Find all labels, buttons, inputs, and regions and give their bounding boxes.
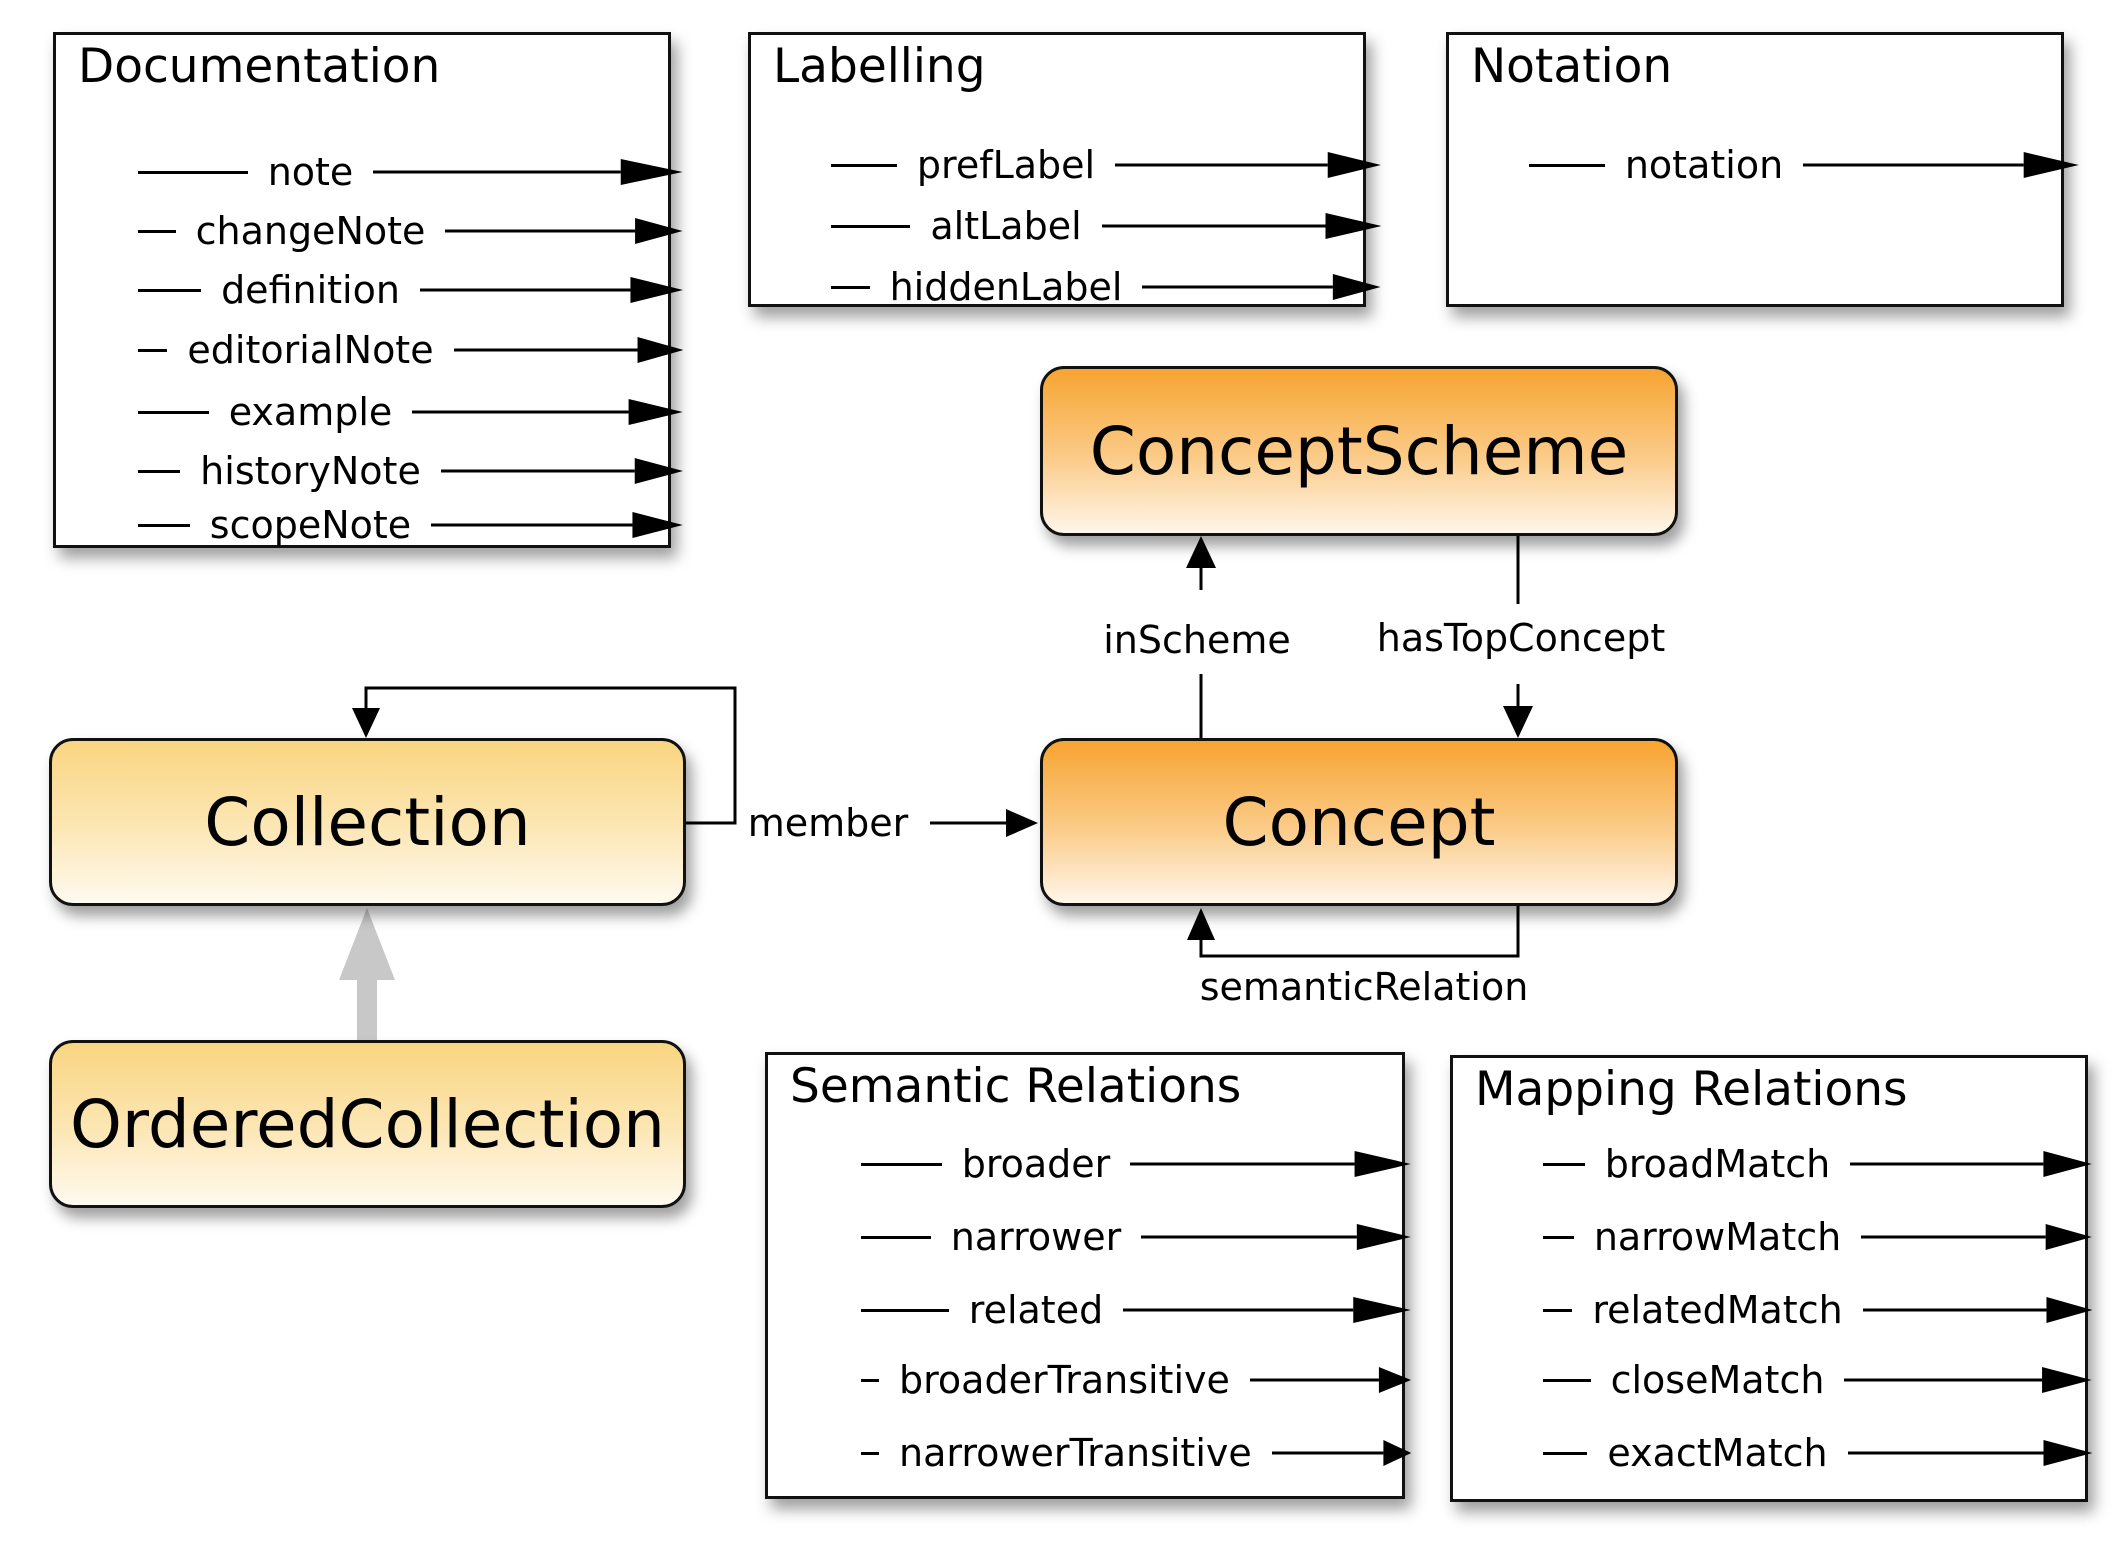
property-row-preflabel: prefLabel xyxy=(831,138,1381,192)
property-row-scopenote: scopeNote xyxy=(138,498,683,552)
concept-label: Concept xyxy=(1222,783,1496,861)
property-label: prefLabel xyxy=(916,143,1096,187)
property-label: related xyxy=(968,1288,1104,1332)
member-loop-arrowhead xyxy=(352,708,380,738)
property-row-related: related xyxy=(861,1283,1412,1337)
property-label: narrowerTransitive xyxy=(899,1431,1252,1475)
arrow-icon xyxy=(1847,1440,2093,1466)
property-label: example xyxy=(228,390,393,434)
property-label: historyNote xyxy=(200,449,421,493)
member-loop-line xyxy=(364,686,737,825)
arrow-icon xyxy=(1862,1297,2093,1323)
ordered-collection-node[interactable]: OrderedCollection xyxy=(49,1040,686,1208)
has-top-concept-label: hasTopConcept xyxy=(1377,616,1665,660)
arrow-icon xyxy=(1803,152,2079,178)
property-row-broader: broader xyxy=(861,1137,1412,1191)
arrow-icon xyxy=(1142,274,1381,300)
semantic-relation-arrowhead xyxy=(1187,908,1215,940)
property-row-broadmatch: broadMatch xyxy=(1543,1137,2093,1191)
labelling-panel: Labelling prefLabel altLabel hiddenLabel xyxy=(748,32,1382,309)
property-label: altLabel xyxy=(930,204,1082,248)
arrow-icon xyxy=(1130,1151,1412,1177)
property-label: editorialNote xyxy=(187,328,434,372)
property-row-hiddenlabel: hiddenLabel xyxy=(831,260,1381,314)
property-row-historynote: historyNote xyxy=(138,444,683,498)
property-label: broadMatch xyxy=(1604,1142,1831,1186)
documentation-panel: Documentation note changeNote definition… xyxy=(53,32,683,548)
arrow-icon xyxy=(1850,1151,2093,1177)
property-row-example: example xyxy=(138,385,683,439)
notation-panel: Notation notation xyxy=(1446,32,2079,307)
semantic-relation-label: semanticRelation xyxy=(1200,965,1529,1009)
property-row-relatedmatch: relatedMatch xyxy=(1543,1283,2093,1337)
property-label: scopeNote xyxy=(209,503,412,547)
arrow-icon xyxy=(1101,213,1382,239)
mapping-relations-panel: Mapping Relations broadMatch narrowMatch… xyxy=(1450,1055,2093,1502)
property-row-narrower: narrower xyxy=(861,1210,1412,1264)
arrow-icon xyxy=(445,218,683,244)
property-row-narrowertransitive: narrowerTransitive xyxy=(861,1426,1411,1480)
subclass-arrowhead xyxy=(339,908,395,980)
property-row-closematch: closeMatch xyxy=(1543,1353,2093,1407)
has-top-concept-arrowhead xyxy=(1503,706,1533,738)
property-row-altlabel: altLabel xyxy=(831,199,1382,253)
arrow-icon xyxy=(1141,1224,1412,1250)
property-label: hiddenLabel xyxy=(889,265,1123,309)
property-row-exactmatch: exactMatch xyxy=(1543,1426,2093,1480)
property-label: notation xyxy=(1624,143,1784,187)
property-row-narrowmatch: narrowMatch xyxy=(1543,1210,2093,1264)
member-label: member xyxy=(748,801,909,845)
property-label: note xyxy=(267,150,354,194)
member-arrowhead xyxy=(1006,809,1038,837)
labelling-title: Labelling xyxy=(773,39,986,94)
collection-node[interactable]: Collection xyxy=(49,738,686,906)
property-row-notation: notation xyxy=(1529,138,2079,192)
arrow-icon xyxy=(412,399,683,425)
semantic-relation-loop-line xyxy=(1199,905,1520,958)
property-label: exactMatch xyxy=(1607,1431,1828,1475)
property-label: changeNote xyxy=(195,209,426,253)
arrow-icon xyxy=(1115,152,1381,178)
property-label: broader xyxy=(961,1142,1111,1186)
documentation-title: Documentation xyxy=(78,39,441,94)
property-row-editorialnote: editorialNote xyxy=(138,323,683,377)
property-label: narrowMatch xyxy=(1593,1215,1842,1259)
property-row-broadertransitive: broaderTransitive xyxy=(861,1353,1411,1407)
arrow-icon xyxy=(1249,1367,1411,1393)
arrow-icon xyxy=(373,159,683,185)
arrow-icon xyxy=(453,337,683,363)
concept-node[interactable]: Concept xyxy=(1040,738,1678,906)
in-scheme-arrowhead xyxy=(1186,536,1216,568)
arrow-icon xyxy=(1861,1224,2093,1250)
arrow-icon xyxy=(1271,1440,1411,1466)
mapping-relations-title: Mapping Relations xyxy=(1475,1062,1908,1117)
property-label: closeMatch xyxy=(1610,1358,1825,1402)
collection-label: Collection xyxy=(204,783,531,861)
in-scheme-label: inScheme xyxy=(1103,618,1291,662)
concept-scheme-node[interactable]: ConceptScheme xyxy=(1040,366,1678,536)
notation-title: Notation xyxy=(1471,39,1673,94)
arrow-icon xyxy=(419,277,683,303)
property-row-changenote: changeNote xyxy=(138,204,683,258)
arrow-icon xyxy=(440,458,683,484)
concept-scheme-label: ConceptScheme xyxy=(1089,412,1629,490)
property-label: definition xyxy=(221,268,400,312)
arrow-icon xyxy=(1123,1297,1412,1323)
property-label: relatedMatch xyxy=(1592,1288,1843,1332)
property-label: broaderTransitive xyxy=(899,1358,1230,1402)
ordered-collection-label: OrderedCollection xyxy=(69,1085,666,1163)
semantic-relations-title: Semantic Relations xyxy=(790,1059,1242,1114)
property-row-note: note xyxy=(138,145,683,199)
property-label: narrower xyxy=(950,1215,1122,1259)
semantic-relations-panel: Semantic Relations broader narrower rela… xyxy=(765,1052,1412,1499)
arrow-icon xyxy=(431,512,683,538)
arrow-icon xyxy=(1844,1367,2093,1393)
property-row-definition: definition xyxy=(138,263,683,317)
